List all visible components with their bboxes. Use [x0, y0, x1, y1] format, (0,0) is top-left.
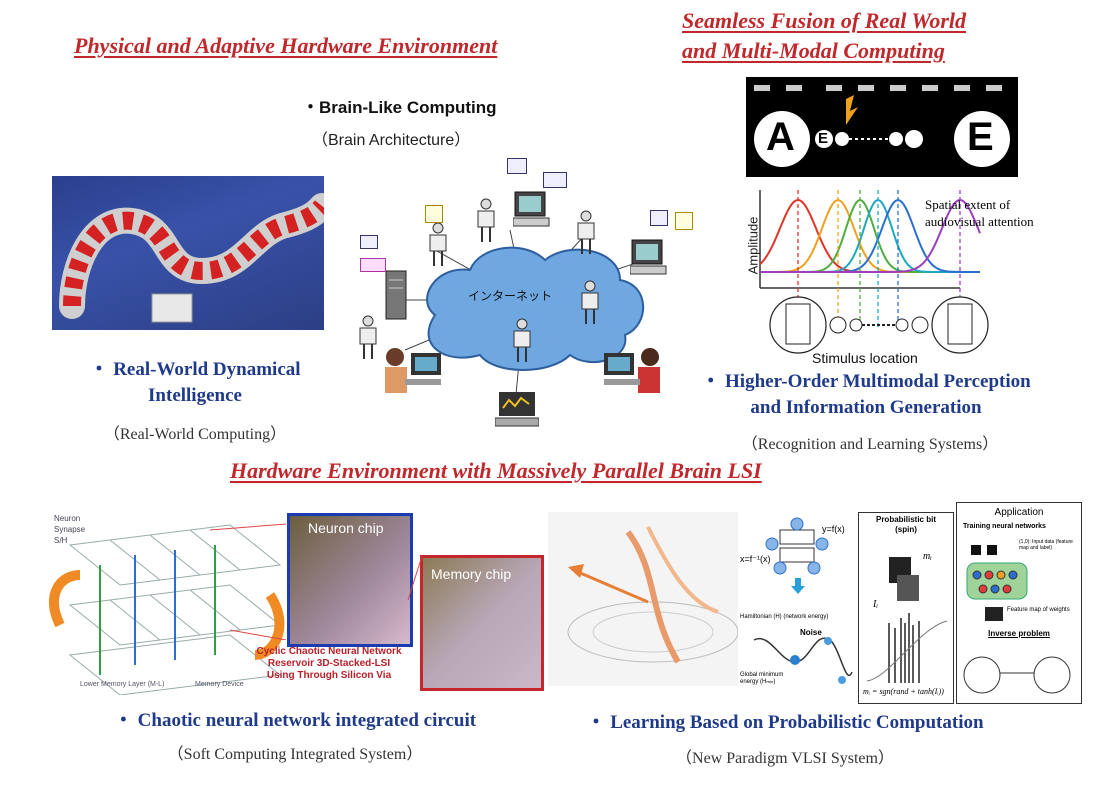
stimulus-letter-e-small: E: [818, 130, 829, 147]
chaotic-caption-line1: Cyclic Chaotic Neural Network: [256, 646, 402, 657]
computer-icon: [512, 190, 553, 235]
multimodal-sub: （Recognition and Learning Systems）: [741, 436, 999, 453]
lattice-legend: Neuron Synapse S/H: [54, 513, 85, 546]
prob-bit-line1: Probabilistic bit: [875, 515, 936, 524]
multimodal-heading: ・ Higher-Order Multimodal Perception and…: [676, 369, 1056, 421]
stimulus-letter-e: E: [967, 115, 994, 159]
legend-neuron: Neuron: [54, 514, 81, 523]
robot-icon: [573, 210, 599, 261]
prob-bit-line2: (spin): [895, 525, 917, 534]
chart-icon: [543, 172, 567, 188]
robot-icon: [355, 315, 381, 366]
memory-chip-photo: Memory chip: [420, 555, 544, 691]
person-at-computer-icon: [375, 345, 445, 410]
global-min-label: Global minimum energy (Hₘᵢₙ): [740, 672, 784, 685]
application-panel: Application Training neural networks (1,…: [956, 502, 1082, 704]
brain-like-sub: （Brain Architecture）: [312, 132, 471, 149]
hamiltonian-label: Hamiltonian (H) (network energy): [740, 614, 829, 620]
chaotic-caption-line2: Reservoir 3D-Stacked-LSI: [267, 658, 391, 669]
spatial-extent-label: Spatial extent of audiovisual attention: [925, 196, 1034, 230]
robot-icon: [509, 318, 535, 369]
multimodal-heading-line1: ・ Higher-Order Multimodal Perception: [701, 371, 1031, 392]
internet-diagram: インターネット: [345, 150, 705, 440]
title-fusion-line2: and Multi-Modal Computing: [682, 38, 945, 63]
title-fusion: Seamless Fusion of Real World and Multi-…: [682, 6, 966, 66]
bar-chart-icon: [675, 212, 693, 230]
attention-plot: Amplitude Stimulus location Spatial exte…: [730, 180, 1040, 370]
chaotic-sub: （Soft Computing Integrated System）: [167, 746, 423, 763]
lower-layer-label: Lower Memory Layer (M-L): [80, 681, 165, 688]
real-world-heading-line1: ・ Real-World Dynamical: [89, 359, 301, 380]
application-title: Application: [994, 507, 1044, 518]
laptop-icon: [494, 390, 540, 435]
attention-xlabel: Stimulus location: [812, 350, 918, 366]
eq-inverse: x=f⁻¹(x): [740, 554, 771, 564]
eq-top: y=f(x): [822, 524, 845, 534]
probabilistic-bit-panel: Probabilistic bit (spin) mᵢ Iᵢ mᵢ = sgn(…: [858, 512, 954, 704]
inverse-problem-label: Inverse problem: [988, 629, 1050, 638]
snake-robot-photo: [52, 176, 324, 330]
robot-icon: [473, 198, 499, 249]
spatial-extent-line1: Spatial extent of: [925, 197, 1011, 212]
bar-chart-icon: [425, 205, 443, 223]
chip-connector-lines: [209, 523, 423, 640]
memory-chip-label: Memory chip: [431, 566, 512, 582]
feature-map-label: Feature map of weights: [1007, 607, 1070, 613]
person-at-computer-icon: [600, 345, 670, 410]
neuron-chip-photo: Neuron chip: [287, 513, 413, 647]
title-physical: Physical and Adaptive Hardware Environme…: [74, 33, 498, 58]
title-fusion-line1: Seamless Fusion of Real World: [682, 8, 967, 33]
training-label: Training neural networks: [963, 523, 1046, 530]
brain-like-heading: ・Brain-Like Computing: [302, 98, 497, 117]
legend-sh: S/H: [54, 536, 68, 545]
real-world-sub: （Real-World Computing）: [103, 426, 287, 443]
speaker-icon: [360, 235, 378, 249]
noise-label: Noise: [800, 628, 822, 637]
chaotic-heading: ・ Chaotic neural network integrated circ…: [113, 710, 477, 731]
multimodal-heading-line2: and Information Generation: [750, 397, 982, 418]
real-world-heading-line2: Intelligence: [148, 385, 242, 406]
title-massively-parallel: Hardware Environment with Massively Para…: [230, 458, 762, 483]
attention-ylabel: Amplitude: [745, 216, 761, 275]
document-icon: [507, 158, 527, 174]
stimulus-letter-a: A: [766, 115, 795, 159]
robot-icon: [577, 280, 603, 331]
probabilistic-heading: ・ Learning Based on Probabilistic Comput…: [586, 712, 984, 733]
chaotic-caption: Cyclic Chaotic Neural Network Reservoir …: [244, 646, 414, 682]
probabilistic-sub: （New Paradigm VLSI System）: [676, 750, 894, 767]
legend-synapse: Synapse: [54, 525, 86, 534]
speaker-icon: [650, 210, 668, 226]
m-i-label: mᵢ: [923, 551, 932, 562]
image-icon: [360, 258, 386, 272]
i-i-label: Iᵢ: [873, 599, 878, 610]
input-data-label: (1,0): Input data (feature map and label…: [1019, 539, 1073, 551]
neuron-chip-label: Neuron chip: [308, 520, 384, 536]
sigmoid-hamiltonian-diagram: y=f(x) x=f⁻¹(x) Hamiltonian (H) (network…: [740, 512, 858, 702]
server-icon: [385, 270, 407, 325]
audiovisual-stimulus-panel: A E E: [746, 77, 1018, 177]
robot-icon: [425, 222, 451, 273]
chaotic-caption-line3: Using Through Silicon Via: [266, 670, 392, 681]
chaotic-3d-lattice: Neuron Synapse S/H Lower Memory Layer (M…: [40, 505, 290, 695]
real-world-heading: ・ Real-World Dynamical Intelligence: [70, 357, 320, 409]
memory-device-label: Memory Device: [195, 681, 244, 688]
prob-bit-label: Probabilistic bit (spin): [863, 515, 949, 535]
cloud-label: インターネット: [468, 289, 553, 303]
attention-curve: [760, 198, 981, 273]
computer-icon: [629, 238, 670, 283]
ribbon-energy-graphic: [548, 512, 738, 686]
spin-formula: mᵢ = sgn(rand + tanh(Iᵢ)): [863, 687, 944, 696]
spatial-extent-line2: audiovisual attention: [925, 214, 1034, 229]
